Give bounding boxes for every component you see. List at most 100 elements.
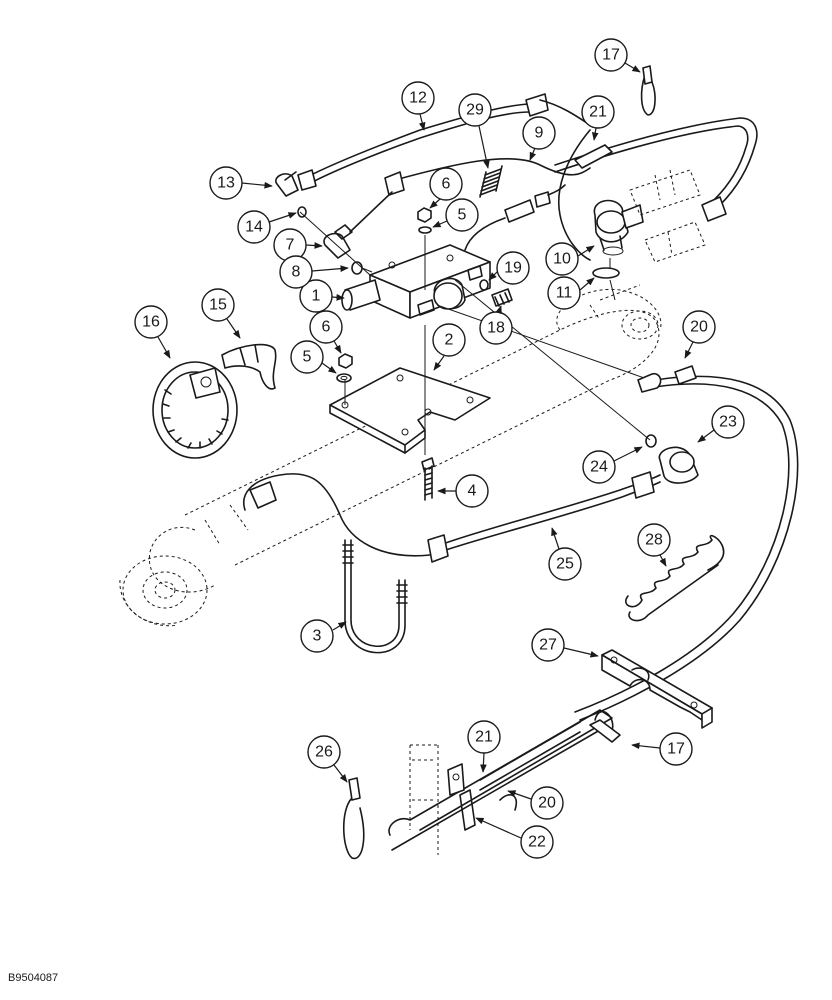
svg-text:12: 12 <box>409 90 427 107</box>
callout-14: 14 <box>237 210 297 244</box>
svg-text:26: 26 <box>315 744 333 761</box>
callout-20-lower: 20 <box>507 786 564 820</box>
svg-text:6: 6 <box>322 319 331 336</box>
wire-connector <box>464 184 566 251</box>
nut-washer-upper <box>417 207 432 234</box>
svg-text:4: 4 <box>468 483 477 500</box>
tee-fitting <box>593 199 644 256</box>
svg-text:21: 21 <box>475 729 493 746</box>
callout-20-upper: 20 <box>682 310 716 359</box>
callout-1: 1 <box>299 279 345 313</box>
svg-text:5: 5 <box>303 349 312 366</box>
valve-block <box>341 244 491 319</box>
callout-29: 29 <box>458 93 492 169</box>
svg-text:24: 24 <box>590 459 608 476</box>
svg-text:23: 23 <box>719 414 737 431</box>
svg-text:5: 5 <box>458 207 467 224</box>
bolt-4 <box>421 457 435 501</box>
elbow-fitting-13 <box>275 171 299 197</box>
hydraulic-line-9 <box>349 158 591 233</box>
nut-washer-lower <box>336 353 353 383</box>
callouts: 1 2 3 4 5 5 6 6 7 8 9 10 11 12 13 14 15 … <box>134 38 745 859</box>
figure-reference-code: B9504087 <box>8 972 59 984</box>
svg-text:22: 22 <box>528 834 546 851</box>
svg-text:28: 28 <box>645 532 663 549</box>
clip-15 <box>221 343 277 390</box>
hydraulic-cylinder <box>119 284 662 627</box>
hydraulic-tube <box>554 117 758 222</box>
hose-20 <box>574 365 799 721</box>
hose-25 <box>243 446 699 563</box>
svg-text:17: 17 <box>667 741 685 758</box>
svg-text:8: 8 <box>292 264 301 281</box>
svg-text:15: 15 <box>209 297 227 314</box>
callout-21-lower: 21 <box>467 720 501 773</box>
clip-26 <box>342 777 365 860</box>
frame-lower <box>388 709 621 855</box>
callout-9: 9 <box>522 116 556 161</box>
callout-3: 3 <box>300 619 347 653</box>
callout-17-top: 17 <box>594 38 641 73</box>
callout-8: 8 <box>279 255 349 289</box>
hose-clamp <box>152 361 238 459</box>
svg-text:3: 3 <box>313 628 322 645</box>
callout-11: 11 <box>547 276 595 310</box>
callout-13: 13 <box>209 166 273 200</box>
callout-19: 19 <box>488 251 530 285</box>
svg-text:29: 29 <box>466 102 484 119</box>
svg-text:9: 9 <box>535 125 544 142</box>
svg-text:14: 14 <box>245 219 263 236</box>
svg-text:25: 25 <box>556 556 574 573</box>
fitting-18 <box>491 288 513 307</box>
clip-17-top <box>640 65 656 116</box>
svg-text:20: 20 <box>538 795 556 812</box>
callout-10: 10 <box>545 242 595 276</box>
assembly-lines <box>299 211 651 455</box>
callout-12: 12 <box>401 81 435 131</box>
callout-27: 27 <box>531 628 599 662</box>
svg-text:19: 19 <box>504 260 522 277</box>
o-ring-11 <box>592 267 620 279</box>
callout-23: 23 <box>697 405 745 443</box>
svg-text:20: 20 <box>690 319 708 336</box>
hydraulic-line-12 <box>297 93 549 191</box>
callout-7: 7 <box>273 228 323 262</box>
svg-text:21: 21 <box>589 104 607 121</box>
callout-4: 4 <box>437 474 489 508</box>
o-ring-14 <box>297 206 307 218</box>
ghost-fittings <box>629 169 706 263</box>
callout-22: 22 <box>475 817 554 859</box>
svg-text:1: 1 <box>312 288 321 305</box>
svg-text:11: 11 <box>556 285 573 302</box>
callout-21-upper: 21 <box>581 95 615 141</box>
sensor-wire <box>539 99 613 261</box>
callout-18: 18 <box>479 305 513 345</box>
mounting-plate <box>329 367 491 454</box>
svg-text:16: 16 <box>142 314 160 331</box>
svg-text:17: 17 <box>602 47 620 64</box>
callout-17-lower: 17 <box>631 732 693 766</box>
bracket-27 <box>601 649 713 729</box>
svg-text:18: 18 <box>487 320 505 337</box>
svg-text:2: 2 <box>445 332 454 349</box>
callout-24: 24 <box>582 446 643 484</box>
callout-2: 2 <box>432 323 466 371</box>
svg-text:10: 10 <box>553 251 571 268</box>
callout-5-lower: 5 <box>290 340 337 374</box>
svg-text:27: 27 <box>539 637 557 654</box>
callout-5-upper: 5 <box>432 198 479 232</box>
callout-26: 26 <box>307 735 348 783</box>
callout-25: 25 <box>548 527 582 581</box>
o-ring-19 <box>479 279 489 291</box>
svg-text:7: 7 <box>286 237 295 254</box>
callout-15: 15 <box>201 288 241 339</box>
callout-6-lower: 6 <box>309 310 343 354</box>
callout-6-upper: 6 <box>429 167 463 209</box>
o-ring-24 <box>645 434 657 448</box>
svg-text:13: 13 <box>217 175 235 192</box>
elbow-fitting <box>323 224 353 259</box>
u-bolt <box>342 539 408 654</box>
callout-28: 28 <box>637 523 671 567</box>
svg-text:6: 6 <box>442 176 451 193</box>
